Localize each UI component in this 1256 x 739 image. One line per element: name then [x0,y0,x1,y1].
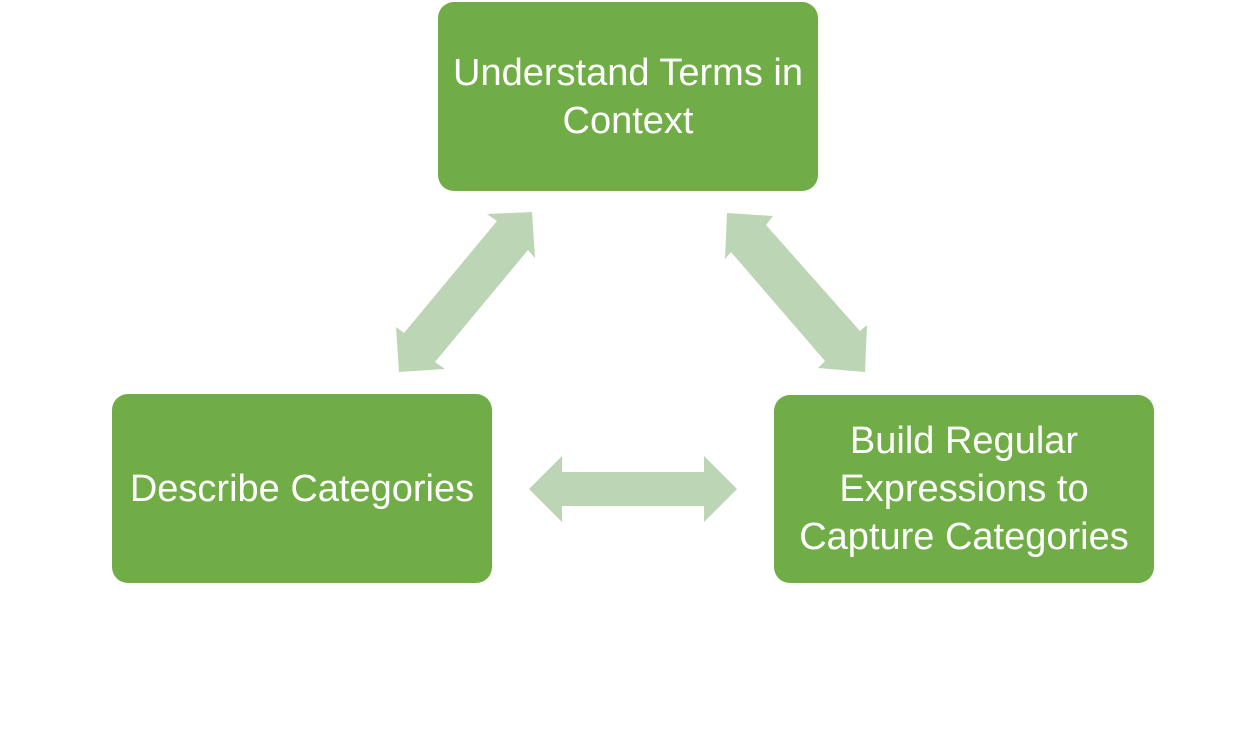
double-arrow-describe-build [529,456,737,522]
node-understand-label: Understand Terms in Context [453,51,803,142]
node-understand-terms: Understand Terms in Context [438,2,818,191]
node-describe-categories: Describe Categories [112,394,492,583]
double-arrow-understand-describe [396,212,535,372]
double-arrow-understand-build [725,213,867,372]
node-build-label: Build Regular Expressions to Capture Cat… [799,420,1129,558]
node-describe-label: Describe Categories [129,467,475,510]
node-build-expressions: Build Regular Expressions to Capture Cat… [774,395,1154,583]
